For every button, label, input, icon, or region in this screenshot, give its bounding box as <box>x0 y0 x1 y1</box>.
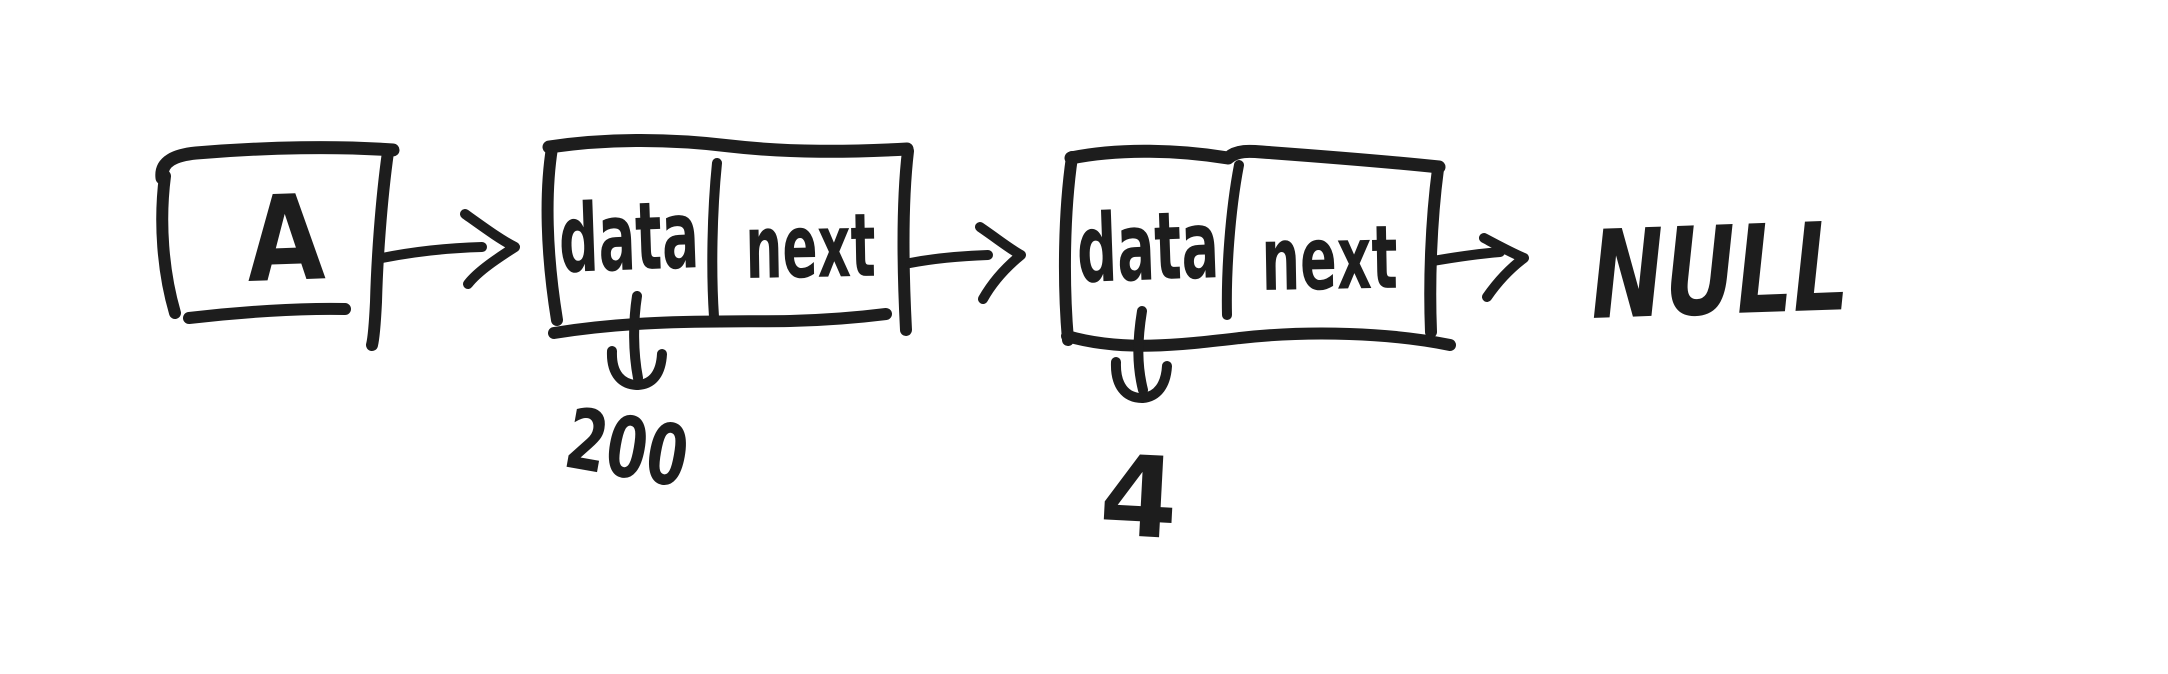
right-arrow-icon <box>905 222 1026 304</box>
node-box-right <box>897 145 914 336</box>
arrow-head <box>1479 233 1529 302</box>
head-box-right <box>366 146 394 351</box>
arrow-shaft <box>1428 247 1505 266</box>
head-node: A <box>155 141 400 351</box>
list-node-2: data next 4 <box>1058 144 1456 565</box>
arrow-head <box>606 346 667 390</box>
node-box-right <box>1424 163 1444 338</box>
right-arrow-icon <box>1428 233 1529 302</box>
node-box-left <box>1058 151 1078 346</box>
arrow-shaft <box>629 291 643 383</box>
down-arrow-icon <box>1110 306 1172 403</box>
arrow-head <box>1110 357 1172 403</box>
right-arrow-icon <box>377 209 520 289</box>
node-data-label: data <box>557 181 701 295</box>
arrow-head <box>975 222 1026 304</box>
node-data-value: 4 <box>1097 431 1182 565</box>
head-box-left <box>156 170 181 319</box>
node-cell-divider <box>1221 160 1244 320</box>
node-box-top <box>542 134 914 158</box>
arrow-shaft <box>1133 306 1148 395</box>
arrow-head <box>460 209 520 289</box>
arrow-shaft <box>905 250 993 268</box>
node-box-left <box>541 142 563 326</box>
node-box-bottom <box>548 308 892 339</box>
list-node-1: data next 200 <box>541 134 914 507</box>
node-data-label: data <box>1075 191 1221 305</box>
arrow-shaft <box>377 242 487 263</box>
node-next-label: next <box>745 194 877 299</box>
node-box-top <box>1064 144 1446 174</box>
head-box-top <box>155 141 400 185</box>
down-arrow-icon <box>606 291 667 390</box>
node-box-bottom <box>1061 327 1456 352</box>
head-label: A <box>244 168 327 309</box>
node-data-value: 200 <box>559 389 696 507</box>
node-next-label: next <box>1261 206 1399 311</box>
node-cell-divider <box>707 158 722 322</box>
head-box-bottom <box>183 302 351 324</box>
null-terminator-label: NULL <box>1588 196 1851 347</box>
